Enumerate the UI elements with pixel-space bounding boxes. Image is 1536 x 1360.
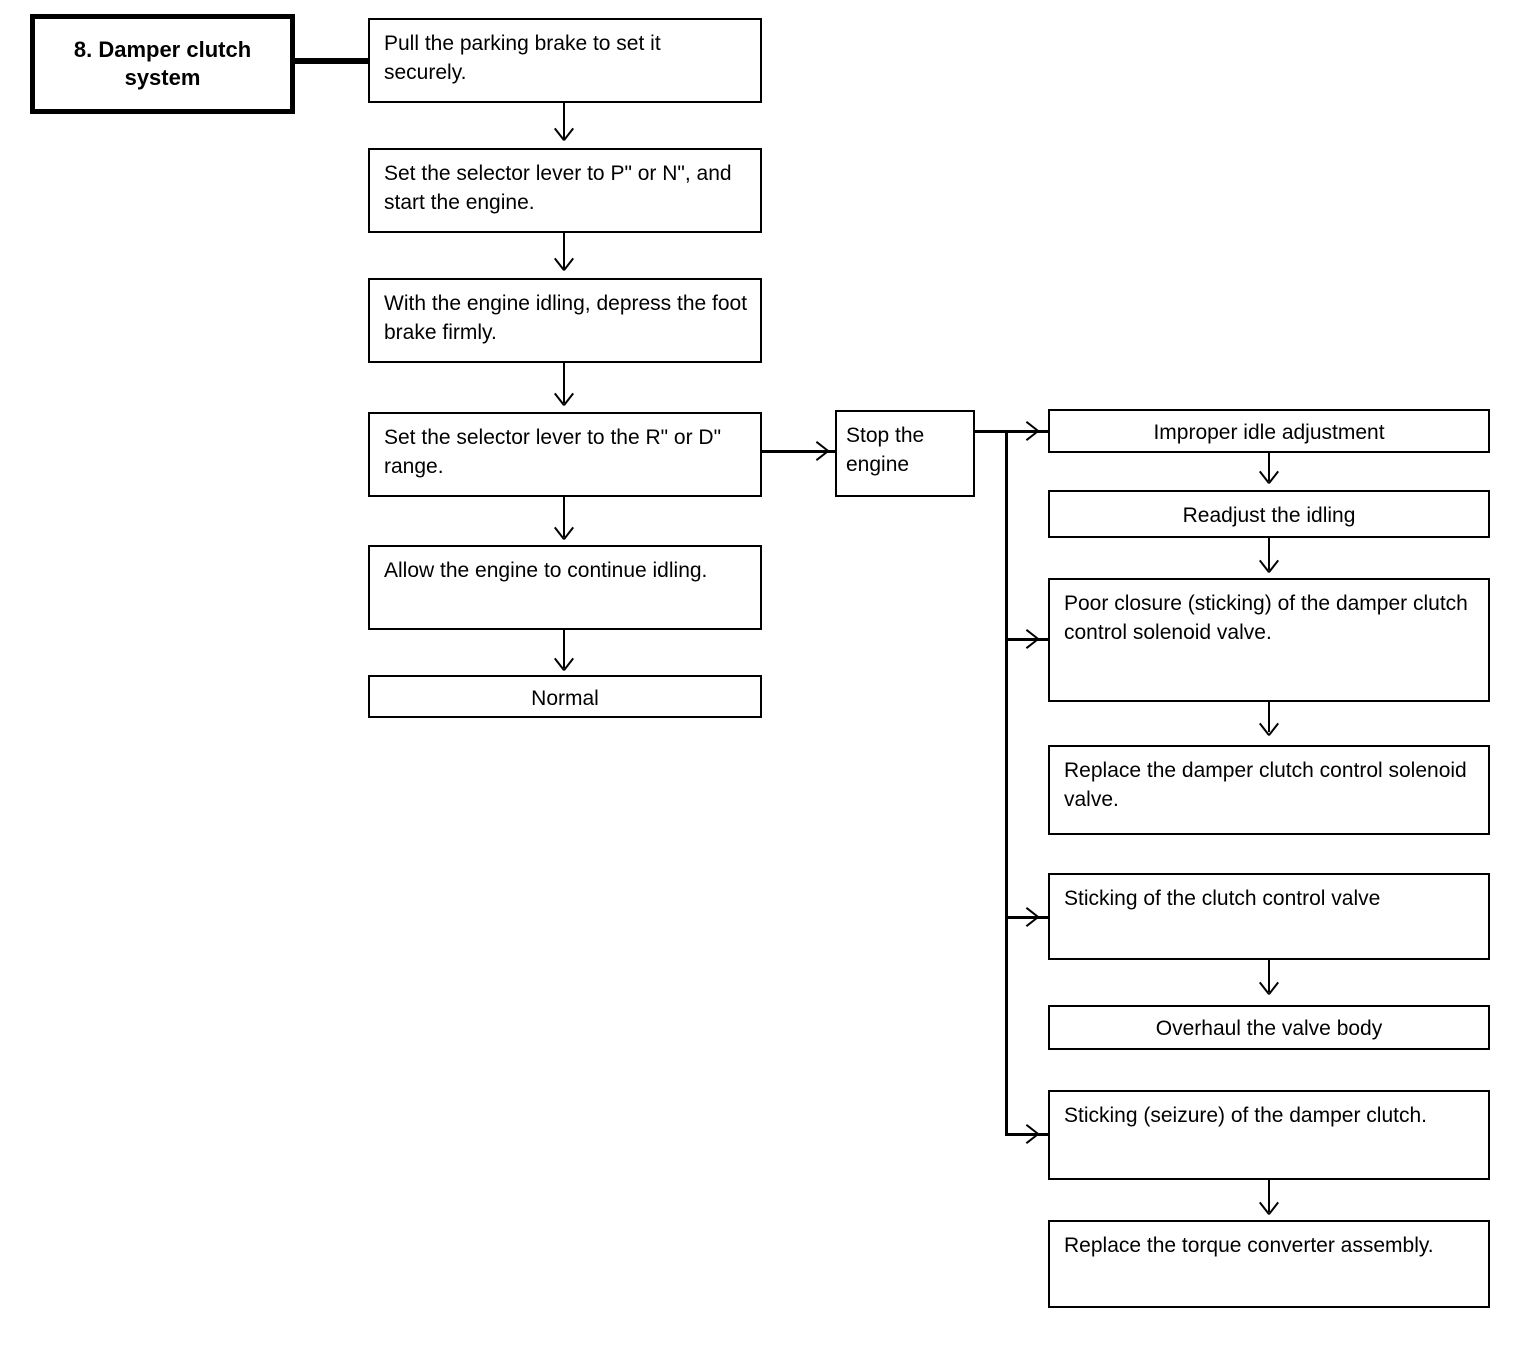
connector-step3-step4 bbox=[563, 363, 565, 403]
fault-box-overhaul-valve-body: Overhaul the valve body bbox=[1048, 1005, 1490, 1050]
fault-text: Sticking of the clutch control valve bbox=[1064, 887, 1381, 910]
connector-improper-idle-to-readjust bbox=[1268, 453, 1270, 481]
arrowhead-down-normal bbox=[553, 659, 575, 673]
connector-poor-closure-to-replace-solenoid bbox=[1268, 702, 1270, 732]
step-text: Stop the engine bbox=[846, 424, 925, 476]
fault-box-replace-torque-converter: Replace the torque converter assembly. bbox=[1048, 1220, 1490, 1308]
fault-box-readjust-the-idling: Readjust the idling bbox=[1048, 490, 1490, 538]
section-title-line2: system bbox=[124, 65, 201, 90]
step-box-stop-the-engine: Stop the engine bbox=[835, 410, 975, 497]
step-text: Pull the parking brake to set it securel… bbox=[384, 32, 661, 84]
fault-text: Overhaul the valve body bbox=[1155, 1017, 1383, 1040]
connector-step4-to-stop-engine bbox=[762, 450, 840, 453]
fault-text: Poor closure (sticking) of the damper cl… bbox=[1064, 592, 1468, 644]
connector-readjust-to-poor-closure bbox=[1268, 538, 1270, 570]
connector-title-to-step1 bbox=[293, 58, 371, 64]
trunk-vertical-line bbox=[1005, 430, 1008, 1136]
arrowhead-right-sticking-seizure bbox=[1027, 1123, 1041, 1145]
connector-step4-step5 bbox=[563, 497, 565, 537]
fault-text: Improper idle adjustment bbox=[1153, 421, 1385, 444]
arrowhead-down-replace-converter bbox=[1258, 1203, 1280, 1217]
step-text: Allow the engine to continue idling. bbox=[384, 559, 708, 582]
fault-box-improper-idle-adjustment: Improper idle adjustment bbox=[1048, 409, 1490, 453]
section-title-line1: 8. Damper clutch bbox=[73, 37, 252, 62]
step-text: Set the selector lever to P" or N", and … bbox=[384, 162, 732, 214]
fault-box-poor-closure-solenoid: Poor closure (sticking) of the damper cl… bbox=[1048, 578, 1490, 702]
connector-step5-normal bbox=[563, 630, 565, 668]
arrowhead-right-improper-idle bbox=[1027, 420, 1041, 442]
step-box-set-lever-r-d: Set the selector lever to the R" or D" r… bbox=[368, 412, 762, 497]
step-box-continue-idling: Allow the engine to continue idling. bbox=[368, 545, 762, 630]
connector-step1-step2 bbox=[563, 103, 565, 139]
arrowhead-down-replace-solenoid bbox=[1258, 724, 1280, 738]
arrowhead-down-step2 bbox=[553, 129, 575, 143]
step-text: With the engine idling, depress the foot… bbox=[384, 292, 748, 344]
connector-seizure-to-replace-converter bbox=[1268, 1180, 1270, 1212]
fault-text: Replace the torque converter assembly. bbox=[1064, 1234, 1434, 1257]
arrowhead-down-overhaul bbox=[1258, 983, 1280, 997]
arrowhead-right-stop-engine bbox=[817, 440, 831, 462]
arrowhead-down-step4 bbox=[553, 394, 575, 408]
fault-text: Readjust the idling bbox=[1182, 504, 1356, 527]
step-box-set-lever-p-n: Set the selector lever to P" or N", and … bbox=[368, 148, 762, 233]
step-box-pull-parking-brake: Pull the parking brake to set it securel… bbox=[368, 18, 762, 103]
step-text: Set the selector lever to the R" or D" r… bbox=[384, 426, 722, 478]
connector-step2-step3 bbox=[563, 233, 565, 269]
connector-stop-engine-to-trunk bbox=[975, 430, 1007, 433]
section-title-box: 8. Damper clutch system bbox=[30, 14, 295, 114]
arrowhead-down-step3 bbox=[553, 259, 575, 273]
fault-text: Replace the damper clutch control soleno… bbox=[1064, 759, 1467, 811]
connector-sticking-clutch-to-overhaul bbox=[1268, 960, 1270, 992]
fault-box-sticking-clutch-control-valve: Sticking of the clutch control valve bbox=[1048, 873, 1490, 960]
step-text: Normal bbox=[531, 687, 599, 710]
fault-box-sticking-seizure-damper-clutch: Sticking (seizure) of the damper clutch. bbox=[1048, 1090, 1490, 1180]
arrowhead-down-poor-closure bbox=[1258, 561, 1280, 575]
step-box-depress-foot-brake: With the engine idling, depress the foot… bbox=[368, 278, 762, 363]
fault-text: Sticking (seizure) of the damper clutch. bbox=[1064, 1104, 1427, 1127]
arrowhead-right-poor-closure bbox=[1027, 628, 1041, 650]
fault-box-replace-solenoid-valve: Replace the damper clutch control soleno… bbox=[1048, 745, 1490, 835]
step-box-normal: Normal bbox=[368, 675, 762, 718]
arrowhead-right-sticking-clutch-control bbox=[1027, 906, 1041, 928]
arrowhead-down-readjust bbox=[1258, 472, 1280, 486]
arrowhead-down-step5 bbox=[553, 528, 575, 542]
